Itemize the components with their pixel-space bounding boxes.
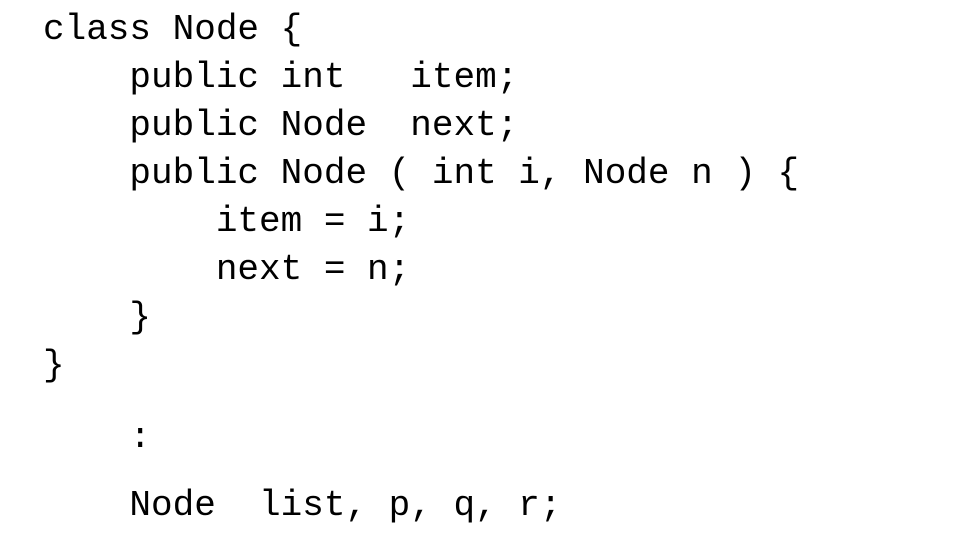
code-line-close-class: } <box>43 345 65 386</box>
code-line-var-decl: Node list, p, q, r; <box>43 485 562 526</box>
code-line-item-field: public int item; <box>43 57 519 98</box>
code-line-next-field: public Node next; <box>43 105 519 146</box>
code-line-assign-item: item = i; <box>43 201 411 242</box>
code-line-assign-next: next = n; <box>43 249 411 290</box>
code-line-close-ctor: } <box>43 297 152 338</box>
code-line-class-decl: class Node { <box>43 9 303 50</box>
code-line-ellipsis: : <box>43 417 152 458</box>
code-line-constructor: public Node ( int i, Node n ) { <box>43 153 800 194</box>
